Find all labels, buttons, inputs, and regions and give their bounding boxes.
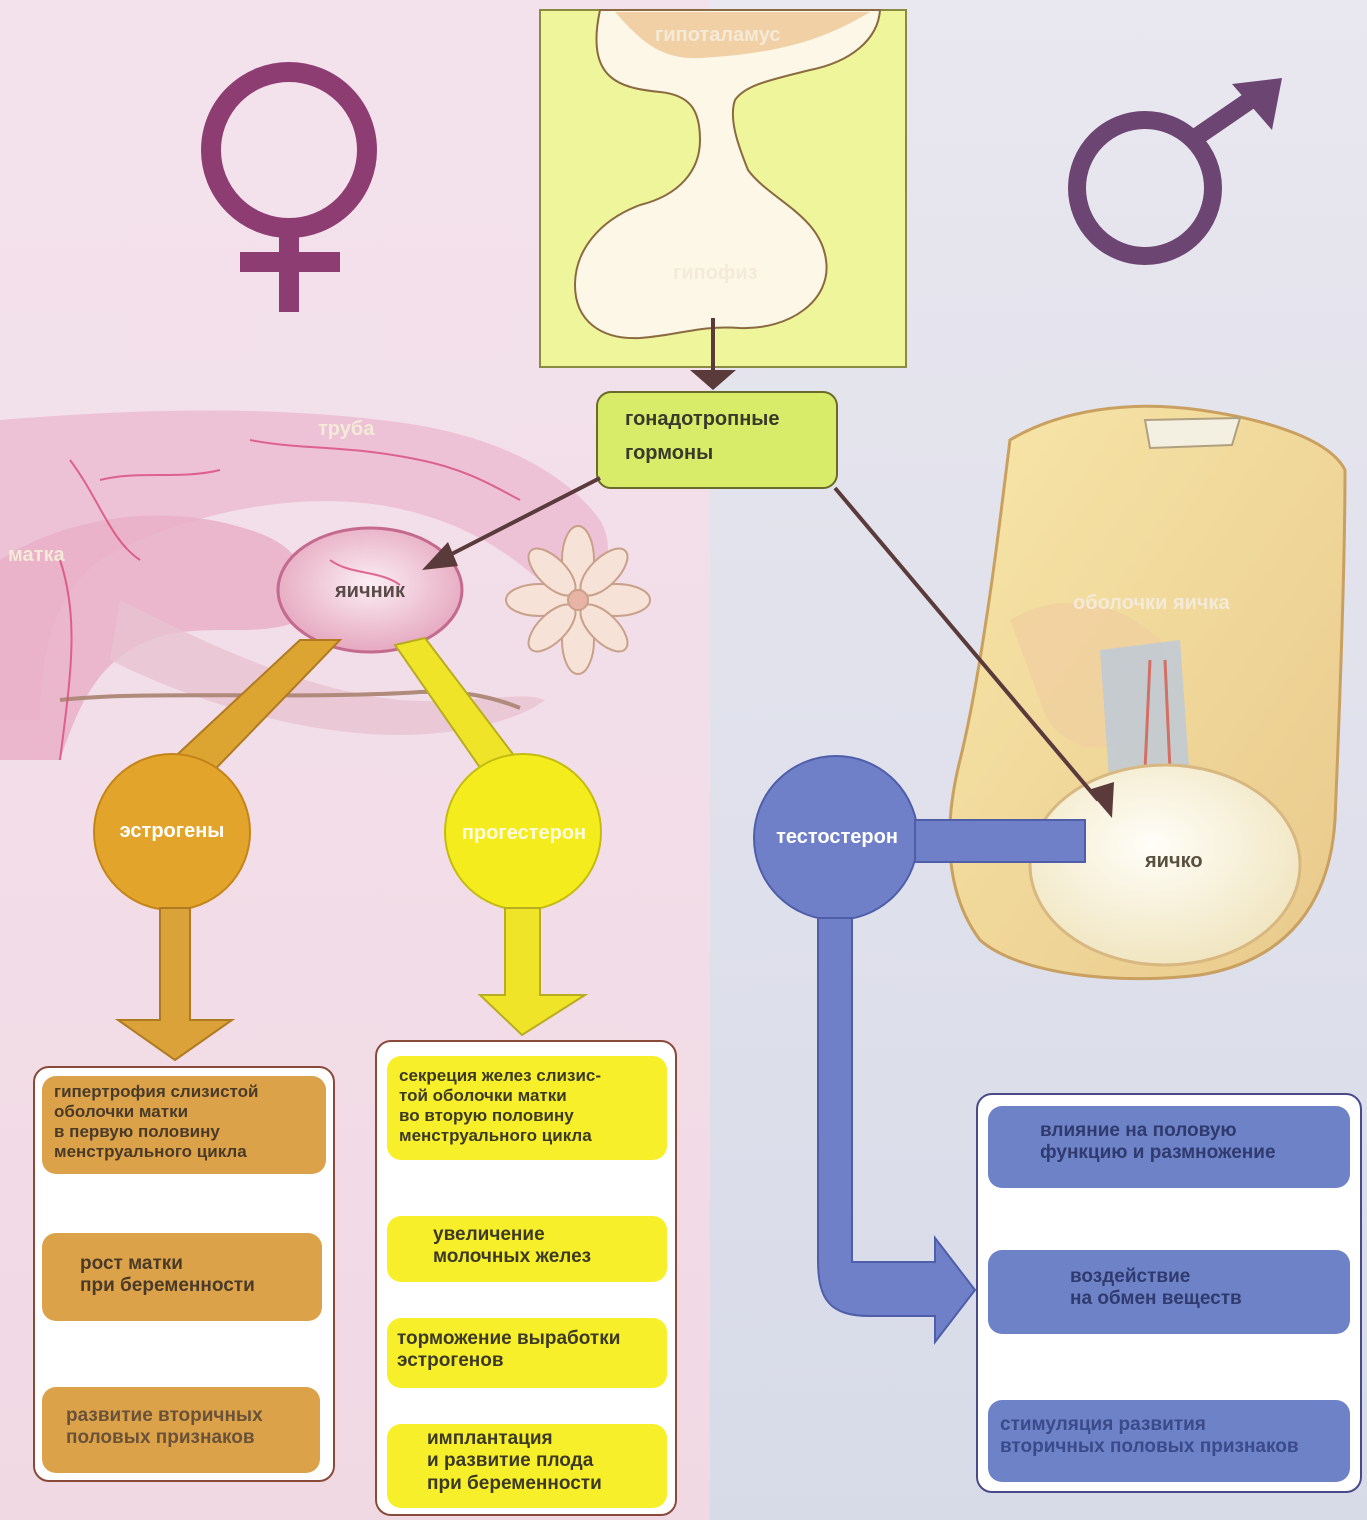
estrogen-effect-1: гипертрофия слизистой оболочки матки в п… xyxy=(42,1076,326,1174)
pituitary-label: гипофиз xyxy=(673,262,758,285)
uterus-label: матка xyxy=(8,544,65,567)
tube-label: труба xyxy=(318,418,374,441)
gonadotropins-box xyxy=(597,392,837,488)
progesterone-effect-2: увеличение молочных желез xyxy=(387,1216,667,1282)
testosterone-effect-1: влияние на половую функцию и размножение xyxy=(988,1106,1350,1188)
testis-membranes-label: оболочки яичка xyxy=(1073,592,1230,615)
testosterone-label: тестостерон xyxy=(756,826,918,849)
hypothalamus-pituitary-panel xyxy=(540,10,906,367)
progesterone-effect-3: торможение выработки эстрогенов xyxy=(387,1318,667,1388)
testis-label: яичко xyxy=(1145,850,1203,873)
progesterone-effect-1: секреция желез слизис- той оболочки матк… xyxy=(387,1056,667,1160)
testosterone-effect-2: воздействие на обмен веществ xyxy=(988,1250,1350,1334)
gonadotropins-line1: гонадотропные xyxy=(625,408,780,431)
progesterone-effect-4: имплантация и развитие плода при беремен… xyxy=(387,1424,667,1508)
estrogen-effect-2: рост матки при беременности xyxy=(42,1233,322,1321)
estrogen-effect-3: развитие вторичных половых признаков xyxy=(42,1387,320,1473)
estrogens-label: эстрогены xyxy=(96,820,248,843)
gonadotropins-line2: гормоны xyxy=(625,442,713,465)
connector-testis-testosterone xyxy=(915,820,1085,862)
hypothalamus-label: гипоталамус xyxy=(655,24,780,47)
testosterone-effect-3: стимуляция развития вторичных половых пр… xyxy=(988,1400,1350,1482)
ovary-label: яичник xyxy=(335,580,405,603)
progesterone-label: прогестерон xyxy=(448,822,600,845)
